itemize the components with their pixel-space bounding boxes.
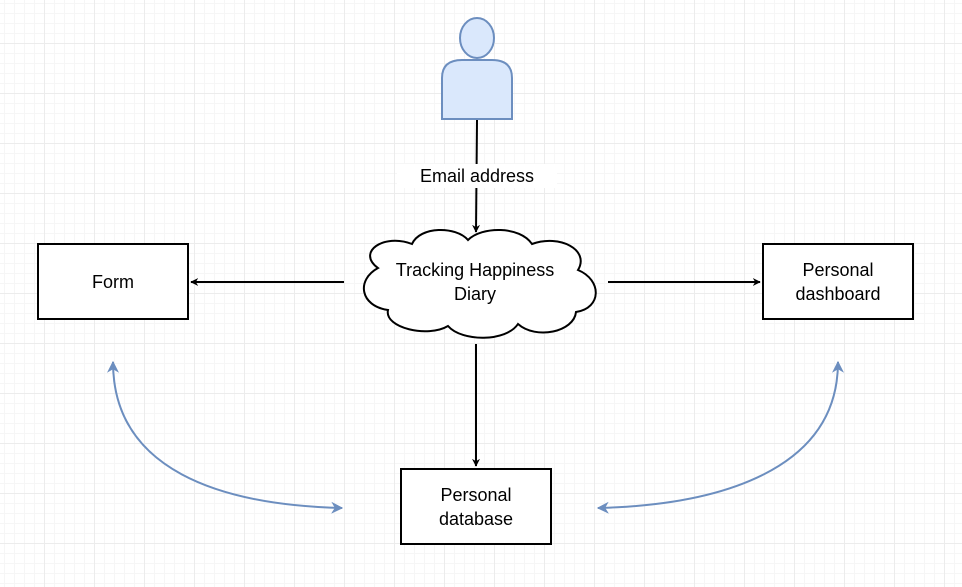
- cloud-shape[interactable]: [362, 228, 597, 339]
- form-node[interactable]: Form: [37, 243, 189, 320]
- database-node[interactable]: Personal database: [400, 468, 552, 545]
- dashboard-node-label: Personal dashboard: [795, 259, 881, 304]
- user-icon[interactable]: [441, 17, 513, 120]
- database-node-label: Personal database: [438, 484, 514, 529]
- dashboard-node[interactable]: Personal dashboard: [762, 243, 914, 320]
- cloud-label: Tracking Happiness Diary: [395, 260, 555, 304]
- form-node-label: Form: [92, 271, 134, 292]
- edge-database-dashboard-sync: [596, 360, 844, 514]
- user-icon-body: [441, 59, 513, 120]
- edge-form-database-sync: [107, 360, 344, 514]
- user-icon-head: [459, 17, 495, 59]
- edge-label-email: Email address: [397, 164, 557, 188]
